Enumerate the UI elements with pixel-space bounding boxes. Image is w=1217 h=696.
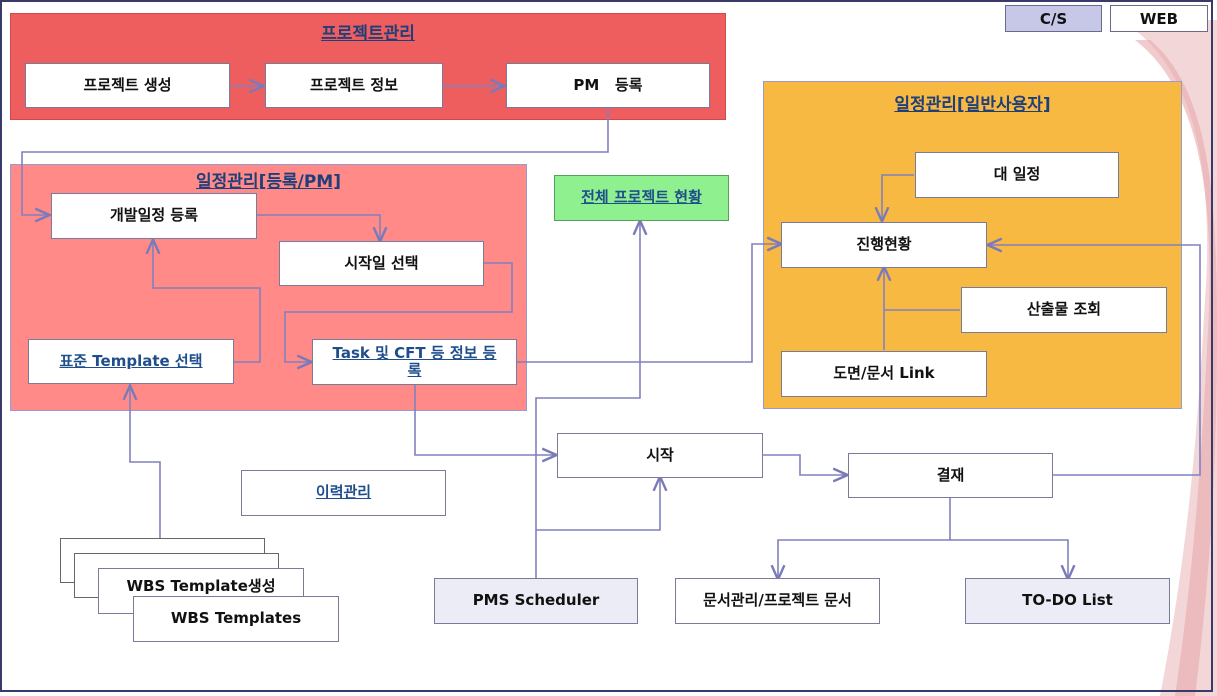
task-cft-register-node[interactable]: Task 및 CFT 등 정보 등록 <box>312 339 517 385</box>
progress-status-node[interactable]: 진행현황 <box>781 222 987 268</box>
deliverable-lookup-node[interactable]: 산출물 조회 <box>961 287 1167 333</box>
project-create-node[interactable]: 프로젝트 생성 <box>25 63 230 108</box>
wbs-templates-node[interactable]: WBS Templates <box>133 596 339 642</box>
dev-schedule-register-node[interactable]: 개발일정 등록 <box>51 193 257 239</box>
pm-register-node[interactable]: PM 등록 <box>506 63 710 108</box>
history-management-node[interactable]: 이력관리 <box>241 470 446 516</box>
start-date-select-node[interactable]: 시작일 선택 <box>279 241 484 286</box>
schedule-pm-title: 일정관리[등록/PM] <box>196 172 341 192</box>
drawing-doc-link-node[interactable]: 도면/문서 Link <box>781 351 987 397</box>
project-management-title: 프로젝트관리 <box>321 24 415 44</box>
todo-list-node[interactable]: TO-DO List <box>965 578 1170 624</box>
all-project-status-node[interactable]: 전체 프로젝트 현황 <box>554 175 729 221</box>
schedule-user-title: 일정관리[일반사용자] <box>894 95 1051 115</box>
tab-cs[interactable]: C/S <box>1005 5 1102 32</box>
project-info-node[interactable]: 프로젝트 정보 <box>265 63 443 108</box>
doc-management-node[interactable]: 문서관리/프로젝트 문서 <box>675 578 880 624</box>
pms-scheduler-node[interactable]: PMS Scheduler <box>434 578 638 624</box>
major-schedule-node[interactable]: 대 일정 <box>915 152 1119 198</box>
standard-template-select-node[interactable]: 표준 Template 선택 <box>28 339 234 384</box>
approval-node[interactable]: 결재 <box>848 453 1053 498</box>
start-node[interactable]: 시작 <box>557 433 763 478</box>
tab-web[interactable]: WEB <box>1110 5 1208 32</box>
